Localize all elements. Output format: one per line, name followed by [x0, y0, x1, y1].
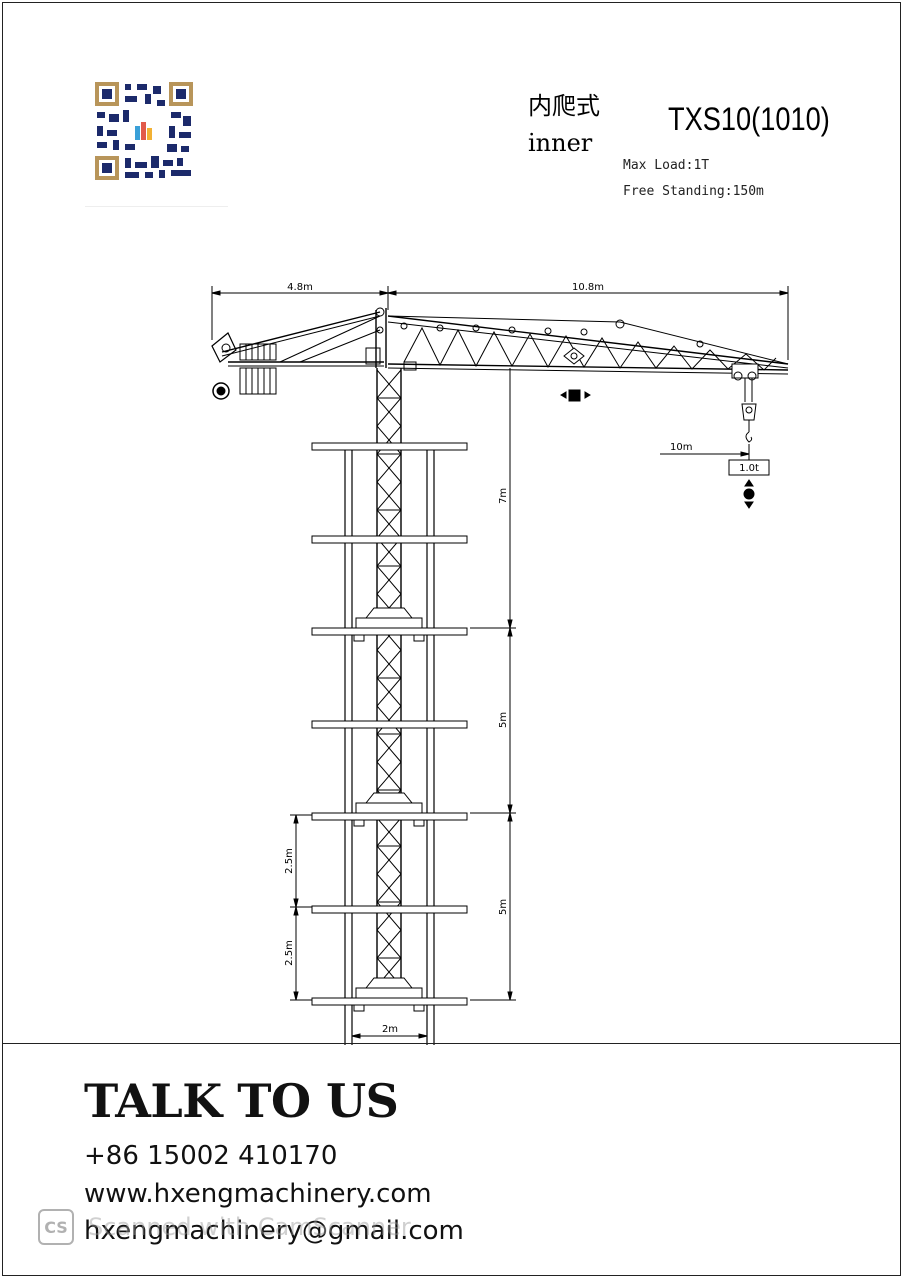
dim-height-mid: 5m [498, 712, 509, 728]
trolley [731, 363, 759, 381]
footer-divider [2, 1043, 901, 1044]
main-jib [387, 315, 789, 1000]
spec-max-load: Max Load:1T [623, 158, 710, 173]
spec-free-standing: Free Standing:150m [623, 184, 764, 199]
mast [376, 368, 402, 1003]
dim-height-top: 7m [498, 488, 509, 504]
qr-code-icon [95, 82, 193, 180]
tower-head [365, 307, 387, 368]
trolley-travel-icon [560, 389, 591, 402]
dim-jib: 10.8m [572, 282, 604, 293]
watermark-text: Scanned with CamScanner [88, 1213, 411, 1241]
contact-email: hxengmachinery@gmail.com [84, 1216, 464, 1246]
contact-phone: +86 15002 410170 [84, 1141, 338, 1171]
building-columns [344, 450, 435, 1045]
crane-diagram: 4.8m 10.8m 10m 1.0t 7m 5m 5m 2.5m 2.5m 2… [211, 282, 789, 1045]
camscanner-icon: CS [38, 1209, 74, 1245]
contact-website: www.hxengmachinery.com [84, 1179, 432, 1209]
title-chinese: 内爬式 [528, 92, 600, 120]
dim-counter-jib: 4.8m [287, 282, 313, 293]
dim-base-width: 2m [382, 1024, 398, 1035]
dim-side-upper: 2.5m [284, 848, 295, 874]
slewing-icon [212, 382, 230, 400]
model-name: TXS10(1010) [668, 101, 830, 137]
climbing-frames [353, 607, 425, 1012]
counter-jib [211, 311, 384, 395]
floor-slabs [311, 442, 468, 1006]
hook-block [741, 378, 757, 443]
load-tag-box [728, 459, 770, 476]
dim-side-lower: 2.5m [284, 940, 295, 966]
dim-hook-reach: 10m [670, 442, 692, 453]
dim-height-low: 5m [498, 899, 509, 915]
qr-underline [85, 206, 228, 207]
scanner-watermark: CS Scanned with CamScanner [38, 1209, 411, 1245]
title-inner: inner [528, 129, 593, 157]
hoist-icon [743, 479, 755, 509]
footer-heading: TALK TO US [84, 1074, 399, 1128]
dim-load-tag: 1.0t [739, 463, 759, 474]
